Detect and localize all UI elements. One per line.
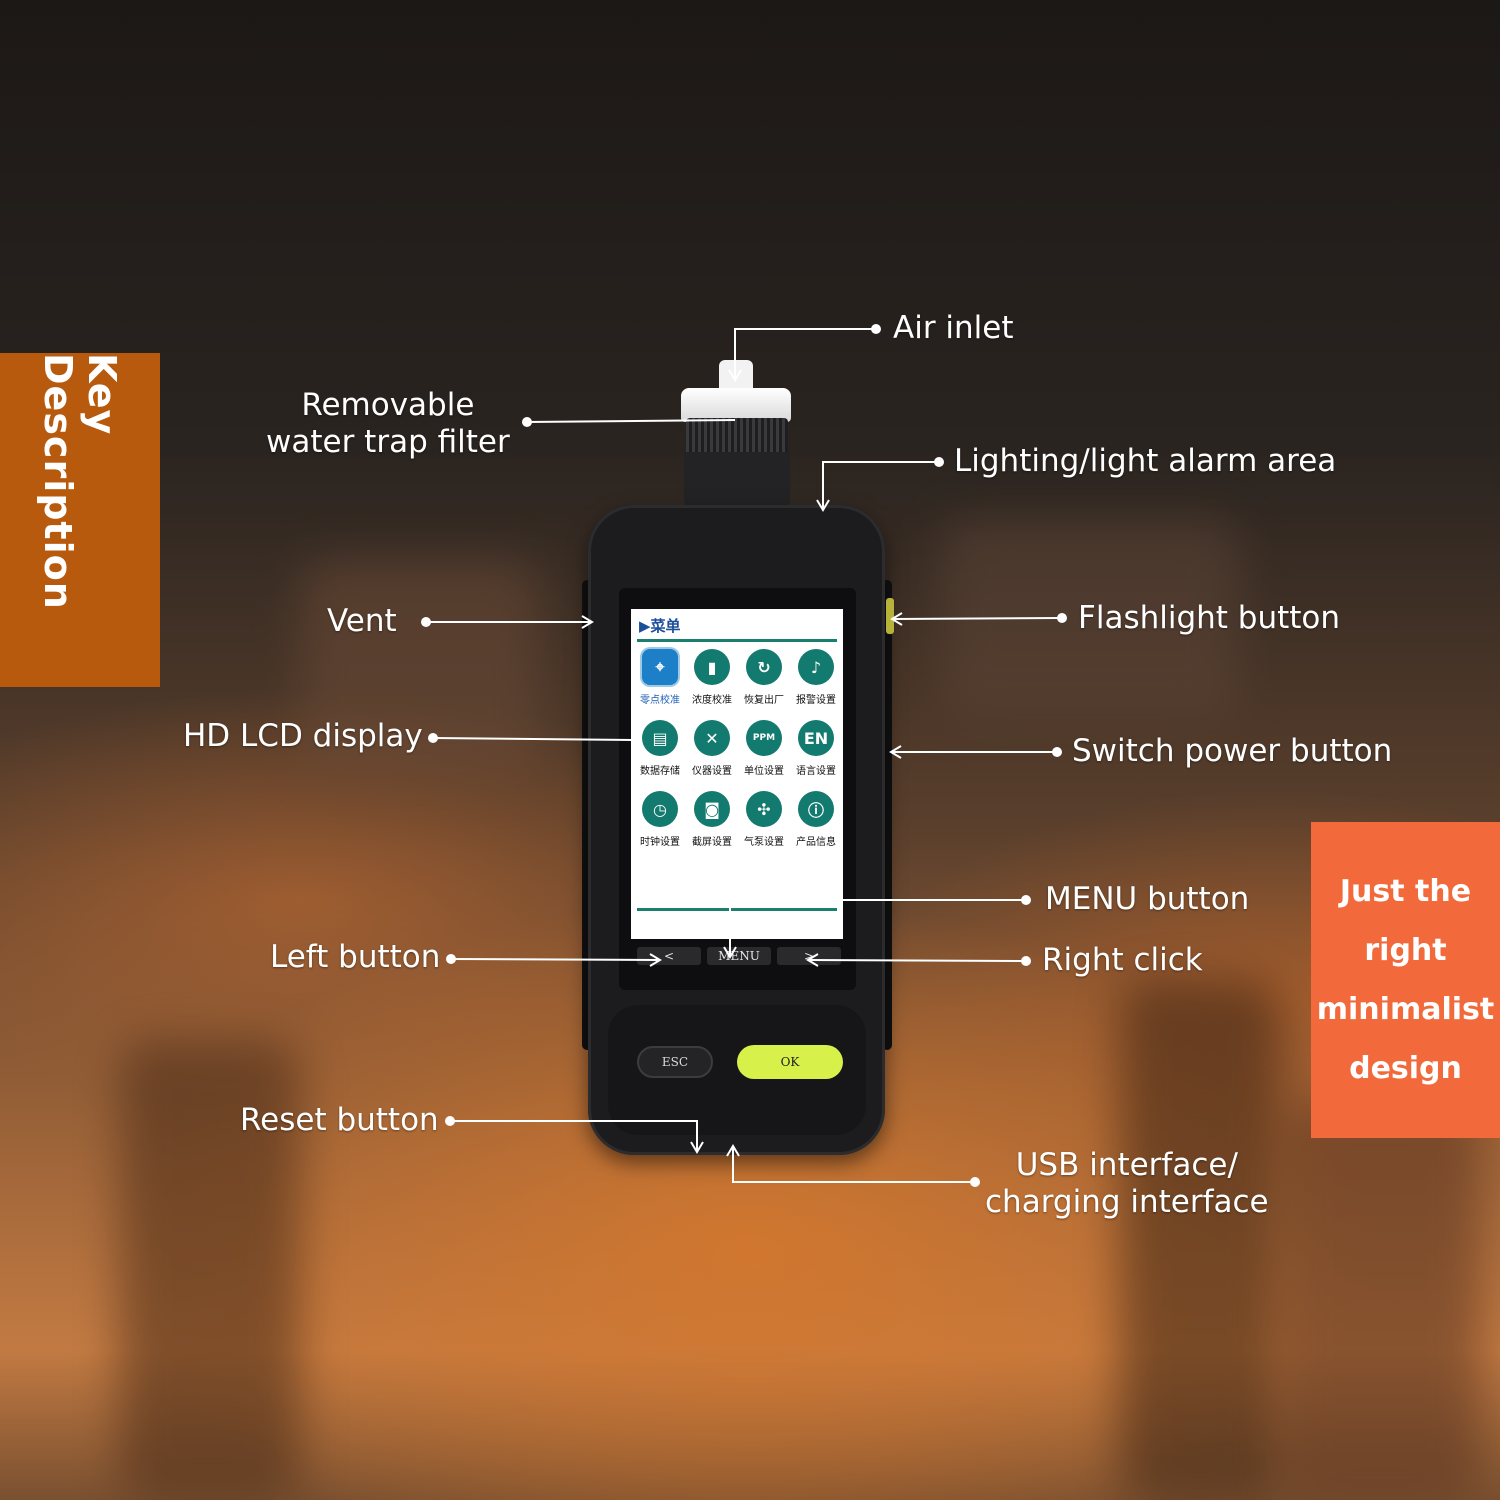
menu-item[interactable]: ▮ 浓度校准 xyxy=(686,649,738,706)
promo-line: right xyxy=(1364,933,1447,968)
background-blur xyxy=(1120,980,1280,1500)
tools-icon: ✕ xyxy=(694,720,730,756)
menu-item-label: 报警设置 xyxy=(796,695,836,706)
leader-dot xyxy=(1021,895,1031,905)
reset-icon: ↻ xyxy=(746,649,782,685)
leader-dot xyxy=(970,1177,980,1187)
label-hd-lcd: HD LCD display xyxy=(183,718,423,754)
menu-item[interactable]: ⓘ 产品信息 xyxy=(790,791,842,848)
label-usb: USB interface/ charging interface xyxy=(985,1147,1269,1221)
background-blur xyxy=(120,1040,300,1500)
leader-dot xyxy=(871,324,881,334)
menu-item[interactable]: EN 语言设置 xyxy=(790,720,842,777)
menu-item-label: 单位设置 xyxy=(744,766,784,777)
menu-item[interactable]: PPM 单位设置 xyxy=(738,720,790,777)
menu-item[interactable]: ♪ 报警设置 xyxy=(790,649,842,706)
lcd-screen: ▶菜单 ⌖ 零点校准 ▮ 浓度校准 ↻ 恢复出厂 ♪ 报警设置 ▤ 数据存储 ✕ 仪器设置 PPM 单位设… xyxy=(631,609,843,939)
label-right-click: Right click xyxy=(1042,942,1203,978)
label-air-inlet: Air inlet xyxy=(893,310,1014,346)
softkey-bar: < MENU > xyxy=(637,947,841,967)
flashlight-side-button[interactable] xyxy=(886,598,894,634)
label-usb-line1: USB interface/ xyxy=(1015,1147,1238,1183)
menu-item[interactable]: ▤ 数据存储 xyxy=(634,720,686,777)
softkey-menu[interactable]: MENU xyxy=(707,947,771,965)
camera-icon: ◙ xyxy=(694,791,730,827)
menu-item-label: 语言设置 xyxy=(796,766,836,777)
label-usb-line2: charging interface xyxy=(985,1184,1269,1220)
label-water-trap: Removable water trap filter xyxy=(266,387,510,461)
background-blur xyxy=(300,560,540,780)
clock-icon: ◷ xyxy=(642,791,678,827)
leader-dot xyxy=(445,1116,455,1126)
menu-item-label: 气泵设置 xyxy=(744,837,784,848)
menu-item-label: 仪器设置 xyxy=(692,766,732,777)
background-blur xyxy=(1280,1100,1480,1500)
filter-knurl xyxy=(686,418,788,458)
label-flashlight: Flashlight button xyxy=(1078,600,1341,636)
menu-grid: ⌖ 零点校准 ▮ 浓度校准 ↻ 恢复出厂 ♪ 报警设置 ▤ 数据存储 ✕ 仪器设置 PPM 单位设置 EN 语… xyxy=(634,649,842,848)
menu-item[interactable]: ◙ 截屏设置 xyxy=(686,791,738,848)
key-description-tab: Key Description xyxy=(0,353,160,687)
softkey-left[interactable]: < xyxy=(637,947,701,965)
promo-line: design xyxy=(1349,1051,1462,1086)
background-blur xyxy=(940,520,1240,720)
leader-dot xyxy=(522,417,532,427)
ok-button[interactable]: OK xyxy=(737,1045,843,1079)
label-switch-power: Switch power button xyxy=(1072,733,1393,769)
gas-cylinder-icon: ▮ xyxy=(694,649,730,685)
alarm-icon: ♪ xyxy=(798,649,834,685)
menu-item[interactable]: ◷ 时钟设置 xyxy=(634,791,686,848)
left-grip xyxy=(582,580,592,1050)
label-vent: Vent xyxy=(327,603,397,639)
menu-item[interactable]: ↻ 恢复出厂 xyxy=(738,649,790,706)
softkey-right[interactable]: > xyxy=(777,947,841,965)
menu-item-label: 时钟设置 xyxy=(640,837,680,848)
label-left-button: Left button xyxy=(270,939,441,975)
menu-item-label: 恢复出厂 xyxy=(744,695,784,706)
leader-dot xyxy=(1052,747,1062,757)
screen-divider xyxy=(637,908,837,911)
menu-item-label: 数据存储 xyxy=(640,766,680,777)
menu-item-label: 截屏设置 xyxy=(692,837,732,848)
fan-icon: ✣ xyxy=(746,791,782,827)
water-trap-filter xyxy=(681,388,791,422)
promo-box: Just the right minimalist design xyxy=(1311,822,1500,1138)
label-reset-button: Reset button xyxy=(240,1102,439,1138)
menu-item-label: 产品信息 xyxy=(796,837,836,848)
unit-icon: PPM xyxy=(746,720,782,756)
screen-title: ▶菜单 xyxy=(639,617,681,635)
label-water-trap-line2: water trap filter xyxy=(266,424,510,460)
language-icon: EN xyxy=(798,720,834,756)
arrowhead xyxy=(889,745,902,759)
key-description-text: Key Description xyxy=(36,353,124,610)
leader-air-inlet xyxy=(734,328,876,378)
leader-dot xyxy=(1021,956,1031,966)
label-water-trap-line1: Removable xyxy=(301,387,475,423)
leader-dot xyxy=(446,954,456,964)
promo-line: Just the xyxy=(1339,874,1472,909)
menu-item[interactable]: ⌖ 零点校准 xyxy=(634,649,686,706)
screen-divider xyxy=(637,639,837,642)
info-icon: ⓘ xyxy=(798,791,834,827)
esc-button[interactable]: ESC xyxy=(637,1046,713,1078)
right-grip xyxy=(882,580,892,1050)
menu-item-label: 零点校准 xyxy=(640,695,680,706)
filter-tip xyxy=(719,360,753,390)
menu-item-label: 浓度校准 xyxy=(692,695,732,706)
menu-item[interactable]: ✣ 气泵设置 xyxy=(738,791,790,848)
target-icon: ⌖ xyxy=(642,649,678,685)
label-lighting-alarm: Lighting/light alarm area xyxy=(954,443,1337,479)
menu-item[interactable]: ✕ 仪器设置 xyxy=(686,720,738,777)
label-menu-button: MENU button xyxy=(1045,881,1250,917)
leader-lighting xyxy=(822,461,939,508)
leader-dot xyxy=(934,457,944,467)
storage-icon: ▤ xyxy=(642,720,678,756)
device-neck xyxy=(684,452,790,512)
promo-line: minimalist xyxy=(1316,992,1495,1027)
